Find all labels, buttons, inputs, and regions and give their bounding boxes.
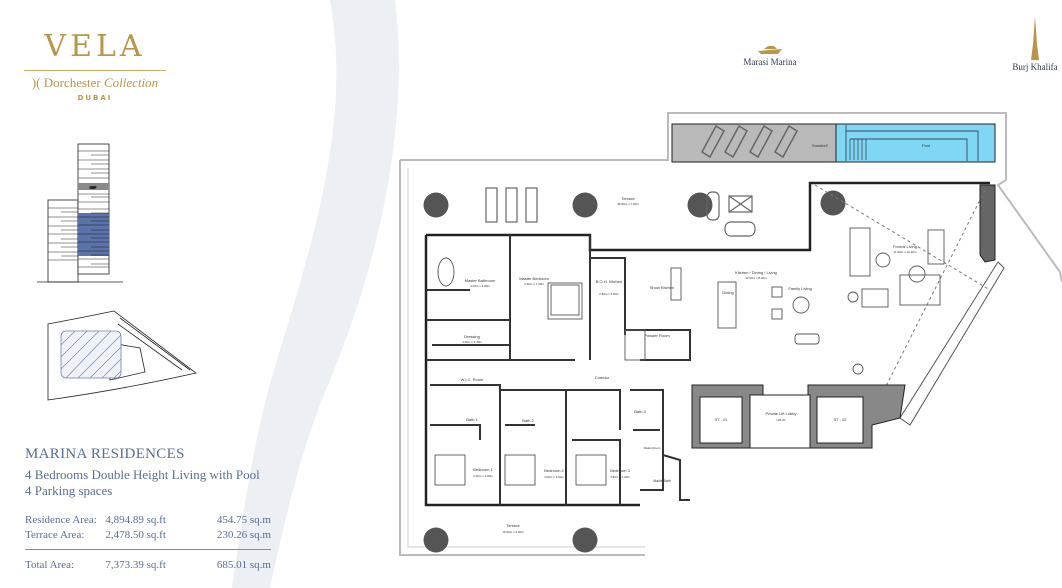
room-label: Dining <box>722 290 733 295</box>
room-dims-terrace: 36.80m x 7.60m <box>617 202 639 206</box>
room-dims: L05-01 <box>776 418 786 422</box>
unit-highlight <box>78 213 109 256</box>
terrace-loungers <box>485 187 756 237</box>
room-label: Bedroom 3 <box>610 468 630 473</box>
room-dims: 11.60m x 10.20m <box>894 250 917 254</box>
sun-loungers <box>701 124 798 159</box>
unit-title: MARINA RESIDENCES <box>25 446 185 462</box>
room-dims: 3.80m x 1.50m <box>462 383 482 387</box>
area-row-residence: Residence Area: 4,894.89 sq.ft 454.75 sq… <box>25 513 271 528</box>
room-label: B.O.H. Kitchen <box>596 279 622 284</box>
room-label: Bath 1 <box>466 417 478 422</box>
total-sqm: 685.01 sq.m <box>210 549 271 573</box>
room-label: Family Living <box>788 286 811 291</box>
room-label: Show Kitchen <box>650 285 674 290</box>
room-dims: 4.00m x 4.80m <box>470 284 490 288</box>
area-sqm: 230.26 sq.m <box>216 529 271 541</box>
area-row-total: Total Area: 7,373.39 sq.ft 685.01 sq.m <box>25 549 271 573</box>
unit-description: 4 Bedrooms Double Height Living with Poo… <box>25 467 260 482</box>
area-sqft: 4,894.89 sq.ft <box>105 514 166 526</box>
building-diagrams: MEP <box>37 143 197 401</box>
room-dims: 3.80m x 4.20m <box>610 475 630 479</box>
landmark-label: Marasi Marina <box>743 57 797 67</box>
room-label: Maids Room <box>644 446 661 450</box>
city-label: DUBAI <box>77 94 113 102</box>
room-dims: 4.30m x 7.30m <box>524 282 544 286</box>
yacht-icon <box>758 46 782 54</box>
room-label: Private Lift Lobby <box>766 411 797 416</box>
area-row-terrace: Terrace Area: 2,478.50 sq.ft 230.26 sq.m <box>25 528 271 550</box>
landmark-marasi-marina: Marasi Marina <box>735 43 805 67</box>
room-label: Formal Living <box>893 244 917 249</box>
room-label: Master Bathroom <box>465 278 496 283</box>
logo-divider <box>24 70 166 71</box>
tower-icon <box>1031 16 1039 60</box>
room-label: Master Bedroom <box>519 276 549 281</box>
collection-prefix: Dorchester <box>43 75 101 90</box>
vela-logo: VELA )( Dorchester Collection DUBAI <box>24 30 166 102</box>
room-label: ST - 01 <box>714 417 728 422</box>
room-label: Powder Room <box>644 333 670 338</box>
room-dims: 4.00m x 3.50m <box>544 475 564 479</box>
room-label: Maids Bath <box>653 479 671 483</box>
room-label: Bedroom 1 <box>473 467 493 472</box>
interior-walls <box>426 235 691 505</box>
area-label: Residence Area: <box>25 514 97 526</box>
room-labels: Master Bathroom 4.00m x 4.80m Master Bed… <box>461 244 917 534</box>
room-label-pool: Pool <box>922 143 930 148</box>
room-dims: 4.00m x 3.80m <box>473 474 493 478</box>
terrace-outline <box>399 112 1062 556</box>
area-table: Residence Area: 4,894.89 sq.ft 454.75 sq… <box>25 513 271 573</box>
room-label: Dressing <box>464 334 480 339</box>
room-label: W.I.C. Room <box>461 377 484 382</box>
room-label: Bedroom 2 <box>544 468 564 473</box>
room-dims: 12.00m x 8.20m <box>745 276 767 280</box>
pool <box>835 123 996 163</box>
room-dims: 13.90m x 2.00m <box>502 530 524 534</box>
room-label-sunshelf: Sunshelf <box>812 143 828 148</box>
logo-wordmark: VELA <box>44 29 146 64</box>
mep-label: MEP <box>90 186 97 190</box>
total-label: Total Area: <box>25 549 106 573</box>
room-label: Corridor <box>595 375 610 380</box>
dorchester-collection: )( Dorchester Collection <box>31 75 159 90</box>
room-label: Bath 3 <box>634 409 646 414</box>
room-label: Bath 2 <box>522 418 534 423</box>
landmark-burj-khalifa: Burj Khalifa <box>1010 16 1060 72</box>
landmark-label: Burj Khalifa <box>1012 62 1058 72</box>
furniture <box>434 227 945 486</box>
unit-parking: 4 Parking spaces <box>25 483 113 498</box>
room-label: ST - 02 <box>833 417 847 422</box>
room-dims: 2.80m x 6.80m <box>599 292 619 296</box>
collection-suffix: Collection <box>104 75 159 90</box>
room-label: Terrace <box>506 523 520 528</box>
area-sqft: 2,478.50 sq.ft <box>105 529 166 541</box>
stacking-diagram: MEP <box>37 143 123 283</box>
key-plan <box>47 310 197 401</box>
room-label: Kitchen / Dining / Living <box>735 270 777 275</box>
area-sqm: 454.75 sq.m <box>216 514 271 526</box>
unit-summary: MARINA RESIDENCES 4 Bedrooms Double Heig… <box>25 446 271 573</box>
exterior-walls <box>424 181 990 507</box>
room-dims: 4.00m x 2.40m <box>462 340 482 344</box>
mep-floor <box>78 183 109 190</box>
planters <box>423 190 846 553</box>
total-sqft: 7,373.39 sq.ft <box>105 549 211 573</box>
room-label-terrace: Terrace <box>621 196 635 201</box>
area-label: Terrace Area: <box>25 529 85 541</box>
